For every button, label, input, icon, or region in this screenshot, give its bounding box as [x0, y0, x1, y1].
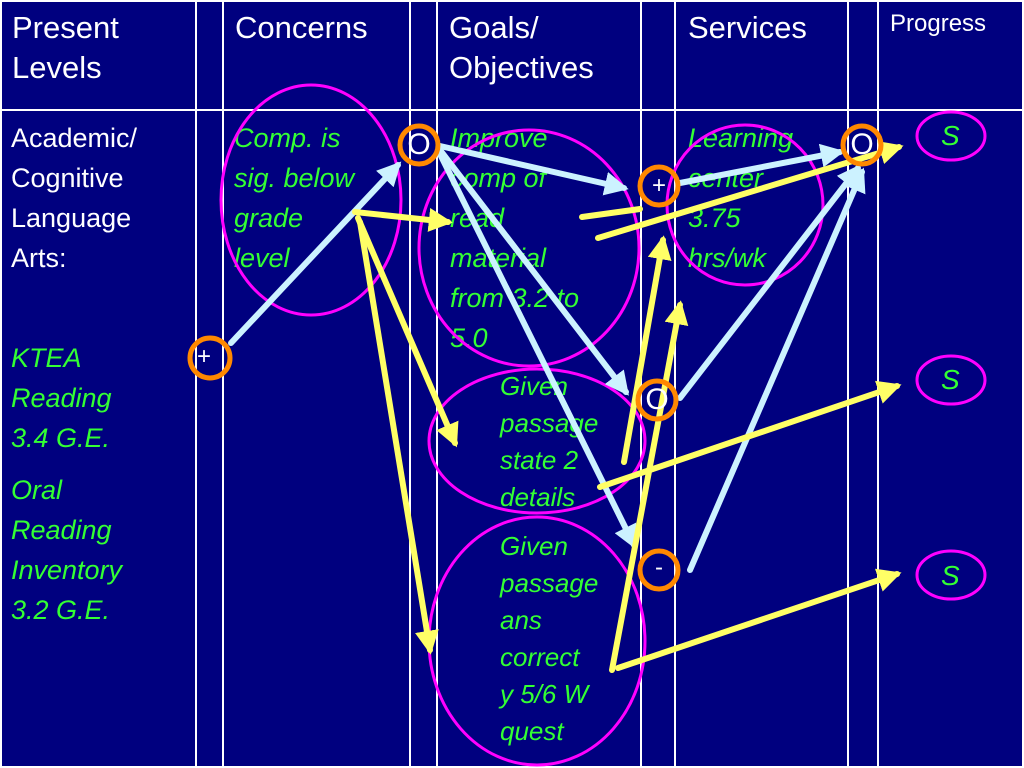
objective-1-o-mark: O: [645, 383, 669, 416]
goal-text: Improve comp of read material from 3.2 t…: [450, 123, 580, 353]
present-levels-area: Academic/ Cognitive Language Arts:: [11, 123, 138, 273]
progress-objective-1: S: [941, 364, 960, 395]
objective-2-minus-mark: -: [655, 554, 663, 581]
progress-objective-2: S: [941, 560, 960, 591]
service-o-mark: O: [850, 128, 874, 161]
concern-text: Comp. is sig. below grade level: [234, 123, 355, 273]
header-present-levels: Present Levels: [12, 10, 119, 85]
ktea-score: KTEA Reading 3.4 G.E.: [11, 343, 112, 453]
service-text: Learning center 3.75 hrs/wk: [688, 123, 794, 273]
present-levels-plus-mark: +: [196, 343, 211, 370]
oral-reading-inventory-score: Oral Reading Inventory 3.2 G.E.: [11, 475, 123, 625]
concern-o-mark: O: [407, 128, 431, 161]
header-concerns: Concerns: [235, 10, 368, 45]
goal-plus-mark: +: [651, 172, 666, 199]
header-progress: Progress: [890, 10, 987, 37]
header-services: Services: [688, 10, 807, 45]
objective-2-text: Given passage ans correct y 5/6 W quest: [500, 531, 599, 746]
objective-1-text: Given passage state 2 details: [500, 371, 599, 512]
header-goals-objectives: Goals/ Objectives: [449, 10, 594, 85]
progress-goal: S: [941, 120, 960, 151]
